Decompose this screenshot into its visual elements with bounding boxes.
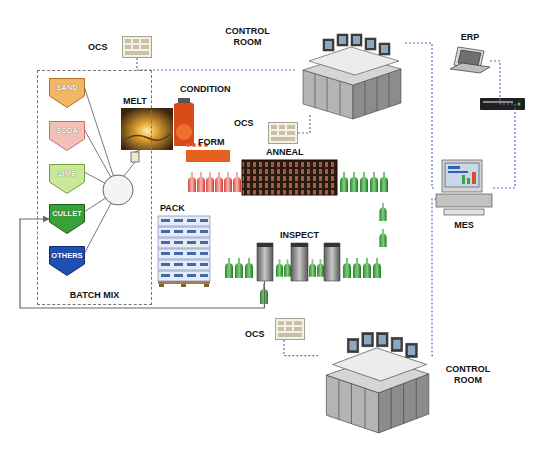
node-label: CONTROL ROOM [220, 26, 275, 48]
network-link [490, 61, 515, 188]
pack-pallet: PACK [158, 216, 210, 287]
ingredient-hopper: LIME [49, 164, 85, 194]
node-label: PACK [160, 203, 185, 214]
ingredient-hopper: SODA [49, 121, 85, 151]
node-label: SODA [49, 125, 85, 136]
node-label: BATCH MIX [38, 290, 151, 301]
melt-furnace: MELT [121, 108, 173, 150]
inspect-station: INSPECT [256, 243, 340, 281]
erp-system: ERP [450, 45, 490, 77]
mes-computer: MES [436, 160, 492, 216]
return-line [20, 219, 264, 308]
ocs-panel: OCS [268, 122, 298, 144]
node-label: SAND [49, 82, 85, 93]
ocs-panel: OCS [275, 318, 305, 340]
node-label: OCS [234, 118, 254, 129]
form-machine: FORM [186, 150, 230, 162]
network-link [137, 58, 295, 70]
ingredient-hopper: SAND [49, 78, 85, 108]
network-link [298, 115, 310, 133]
node-label: CULLET [49, 208, 85, 219]
control-room: CONTROL ROOM [295, 25, 405, 115]
hopper-outline [49, 204, 85, 234]
node-label: INSPECT [280, 230, 319, 241]
node-label: FORM [198, 137, 225, 148]
ocs-panel: OCS [122, 36, 152, 58]
network-link [284, 340, 318, 356]
control-room: CONTROL ROOM [318, 322, 433, 434]
anneal-lehr: ANNEAL [242, 160, 337, 195]
node-label: MELT [123, 96, 147, 107]
hopper-outline [49, 246, 85, 276]
node-label: CONTROL ROOM [438, 364, 498, 386]
network-link [432, 199, 436, 355]
node-label: ANNEAL [266, 147, 304, 158]
node-label: CONDITION [180, 84, 231, 95]
node-label: OCS [88, 42, 108, 53]
ingredient-hopper: CULLET [49, 204, 85, 234]
hopper-outline [49, 78, 85, 108]
condition-forehearth: CONDITION [174, 100, 194, 146]
node-label: MES [436, 220, 492, 231]
node-label: ERP [450, 32, 490, 43]
node-label: LIME [49, 168, 85, 179]
hopper-outline [49, 164, 85, 194]
node-label: OCS [245, 329, 265, 340]
ingredient-hopper: OTHERS [49, 246, 85, 276]
hopper-outline [49, 121, 85, 151]
node-label: OTHERS [49, 250, 85, 261]
network-link [405, 43, 436, 188]
